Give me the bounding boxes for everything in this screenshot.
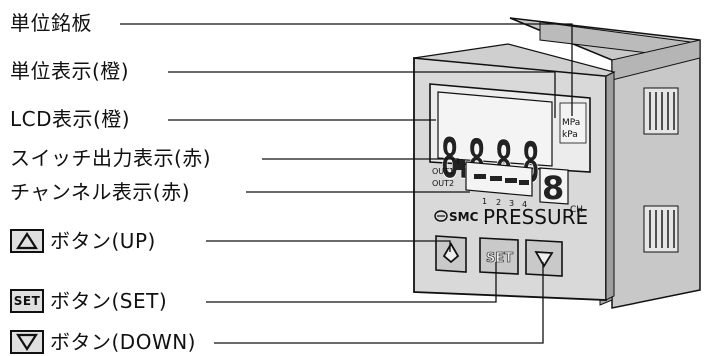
- out1-text: OUT1: [432, 167, 454, 176]
- set-button[interactable]: SET: [479, 237, 519, 275]
- label-unit-plate: 単位銘板: [10, 11, 92, 35]
- channel-digit: 8: [542, 169, 564, 207]
- label-set-button: ボタン(SET): [50, 289, 168, 313]
- set-button-icon: SET: [10, 289, 44, 313]
- leader-lines: [120, 23, 573, 344]
- smc-logo-icon: [434, 210, 448, 222]
- up-button-icon: [10, 229, 44, 253]
- down-arrow-icon: [534, 250, 554, 268]
- product-name: PRESSURE: [483, 205, 588, 229]
- unit-kpa-text: kPa: [562, 130, 578, 140]
- label-unit-display: 単位表示(橙): [10, 59, 130, 83]
- label-down-button: ボタン(DOWN): [50, 330, 196, 354]
- channel-label: CH: [570, 205, 583, 215]
- label-up-button: ボタン(UP): [50, 229, 156, 253]
- channel-number-3: 3: [509, 199, 514, 208]
- up-button[interactable]: [435, 235, 467, 273]
- side-vent-lower: [643, 205, 679, 253]
- set-button-label: SET: [486, 251, 513, 266]
- out2-text: OUT2: [432, 179, 454, 188]
- leader-unit-plate: [120, 23, 573, 116]
- down-button-icon: [10, 330, 44, 354]
- leader-up-button: [206, 240, 451, 252]
- down-button[interactable]: [525, 239, 563, 277]
- leader-down-button: [214, 262, 544, 344]
- brand-name: SMC: [449, 210, 479, 224]
- side-vent-upper: [643, 87, 679, 135]
- leader-switch-output: [262, 158, 459, 164]
- channel-number-4: 4: [522, 200, 527, 209]
- label-switch-output-display: スイッチ出力表示(赤): [10, 146, 212, 170]
- unit-plate: MPa kPa: [559, 102, 587, 144]
- label-channel-display: チャンネル表示(赤): [10, 180, 191, 204]
- channel-number-2: 2: [496, 198, 501, 207]
- unit-mpa-text: MPa: [562, 118, 580, 128]
- leader-set-button: [206, 262, 497, 303]
- channel-number-1: 1: [482, 197, 487, 206]
- channel-display: 8 CH: [539, 167, 583, 215]
- switch-output-display: OUT1 OUT2 1 2 3 4: [432, 160, 533, 209]
- leader-unit-display: [168, 71, 556, 118]
- brand-area: SMC PRESSURE: [434, 205, 588, 229]
- label-lcd-display: LCD表示(橙): [10, 107, 131, 131]
- up-arrow-icon: [442, 242, 460, 264]
